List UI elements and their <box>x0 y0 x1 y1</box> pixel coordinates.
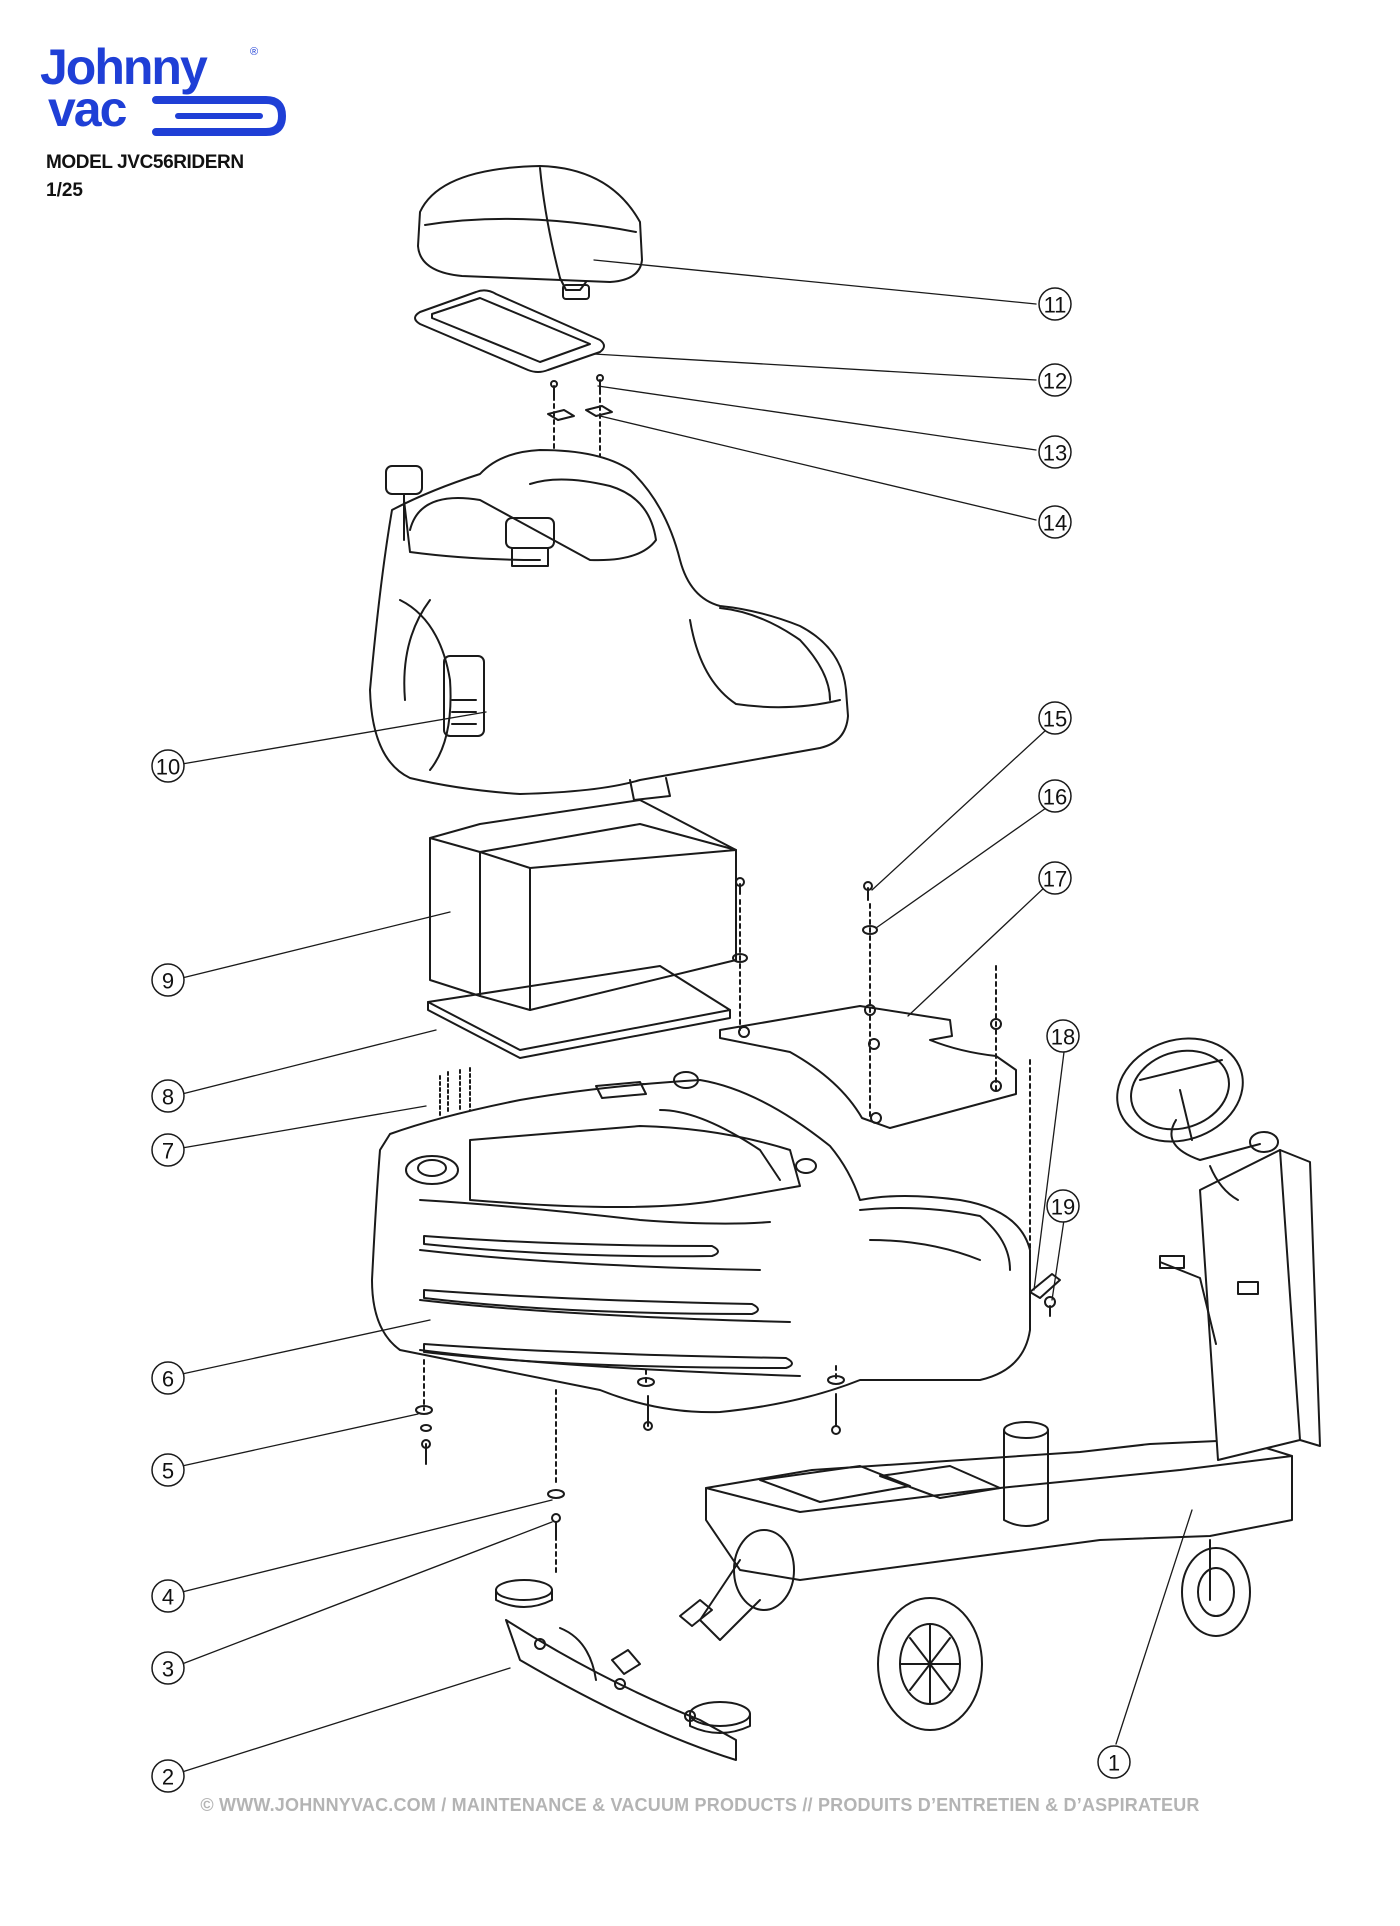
part-10-top-body <box>369 449 849 801</box>
page-number: 1/25 <box>46 180 83 201</box>
footer-copyright: © WWW.JOHNNYVAC.COM / MAINTENANCE & VACU… <box>200 1795 1200 1815</box>
registered-mark: ® <box>250 46 259 58</box>
callout-17: 17 <box>1043 867 1067 892</box>
part-13-screws <box>550 374 604 397</box>
part-19-bolt <box>1044 1296 1056 1317</box>
callout-8: 8 <box>162 1085 174 1110</box>
callout-11: 11 <box>1044 293 1067 318</box>
callout-2: 2 <box>162 1765 174 1790</box>
model-title: MODEL JVC56RIDERN <box>46 152 244 173</box>
part-18-lever <box>1029 1059 1061 1299</box>
callout-19: 19 <box>1051 1195 1075 1220</box>
callout-1: 1 <box>1108 1751 1120 1776</box>
callout-15: 15 <box>1043 707 1067 732</box>
part-12-seat-frame <box>414 289 605 373</box>
callout-circles <box>151 287 1131 1793</box>
logo-swoosh-icon <box>152 96 287 136</box>
part-8-tray-plate <box>427 965 731 1059</box>
callout-3: 3 <box>162 1657 174 1682</box>
callout-4: 4 <box>162 1585 174 1610</box>
callout-10: 10 <box>156 755 180 780</box>
logo-word-johnny: Johnny <box>40 39 208 95</box>
part-4-washer <box>547 1489 565 1499</box>
part-1-drive-frame <box>679 1037 1321 1731</box>
logo-word-vac: vac <box>48 81 127 137</box>
part-14-brackets <box>547 405 613 421</box>
callout-12: 12 <box>1043 369 1067 394</box>
part-6-chassis-body <box>371 1071 1031 1414</box>
callout-6: 6 <box>162 1367 174 1392</box>
callout-14: 14 <box>1043 511 1067 536</box>
part-3-bolt <box>551 1513 561 1577</box>
part-16-washer <box>862 925 878 935</box>
callout-5: 5 <box>162 1459 174 1484</box>
johnny-vac-logo: Johnny vac ® <box>40 39 287 152</box>
part-9-battery <box>429 799 737 1011</box>
leader-lines <box>181 259 1193 1773</box>
callout-13: 13 <box>1043 441 1067 466</box>
part-5-washers-screws <box>415 1359 845 1485</box>
part-2-squeegee <box>495 1579 751 1761</box>
callout-18: 18 <box>1051 1025 1075 1050</box>
callout-9: 9 <box>162 969 174 994</box>
part-11-seat-cushion <box>417 165 643 300</box>
callout-16: 16 <box>1043 785 1067 810</box>
part-15-screw <box>863 881 873 901</box>
callout-7: 7 <box>162 1139 174 1164</box>
